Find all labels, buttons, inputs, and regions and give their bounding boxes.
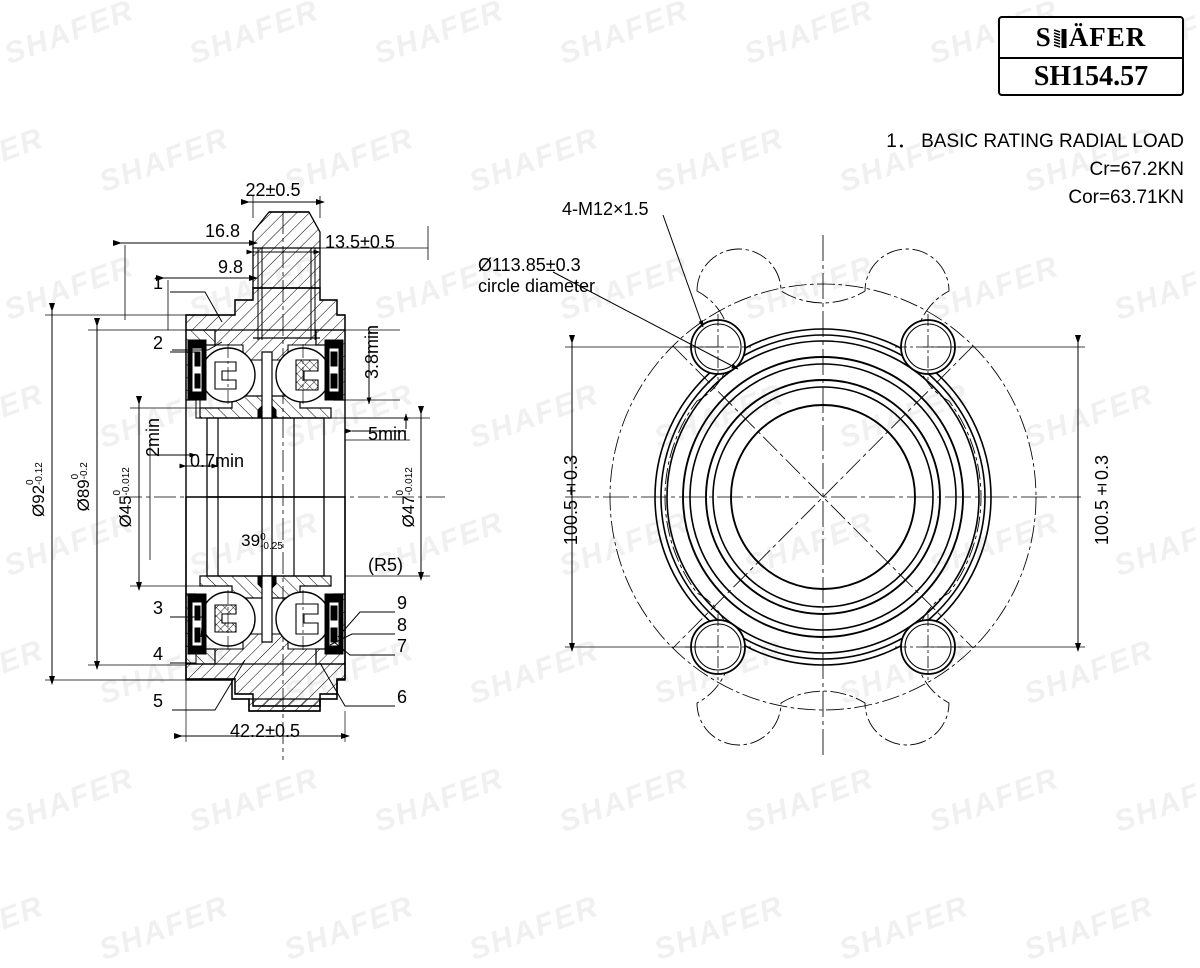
balloon-3: 3 — [153, 598, 164, 618]
dim-inner-min-2: 0.7min — [190, 451, 245, 471]
dim-top-left: 16.8 — [205, 221, 241, 241]
dim-right-min-2: 5min — [368, 424, 408, 444]
balloon-2: 2 — [153, 333, 164, 353]
note-line-3: Cor=63.71KN — [1068, 187, 1184, 208]
dim-height-left: 100.5±0.3 — [561, 455, 581, 546]
watermark-text: SHAFER — [280, 889, 419, 968]
dim-bore-45-value: Ø45 — [116, 495, 136, 528]
part-number: SH154.57 — [1033, 61, 1149, 92]
note-line-1: 1． BASIC RATING RADIAL LOAD — [886, 131, 1184, 152]
tol-upper: 0 — [260, 531, 266, 543]
logo-divider — [1000, 57, 1182, 59]
dim-bore-45-tolerance: 0-0.012 — [112, 467, 132, 496]
dim-inner-min-1: 2min — [143, 418, 163, 458]
tol-lower: -0.25 — [260, 540, 283, 552]
thread-callout: 4-M12×1.5 — [562, 199, 649, 219]
note-line-2: Cr=67.2KN — [1089, 159, 1184, 180]
brand-prefix: S — [1035, 22, 1052, 52]
dim-overall-width: 42.2±0.5 — [230, 721, 300, 741]
tol-lower: -0.12 — [34, 462, 45, 485]
brand-logo-box: S ÄFER SH154.57 — [998, 16, 1184, 96]
watermark-text: SHAFER — [465, 889, 604, 968]
dim-radius: (R5) — [368, 555, 403, 575]
dim-od-89-tolerance: 0-0.2 — [70, 462, 90, 480]
dim-top-width: 22±0.5 — [245, 180, 301, 200]
watermark-text: SHAFER — [650, 889, 789, 968]
watermark-text: SHAFER — [0, 889, 49, 968]
dim-height-right: 100.5±0.3 — [1092, 455, 1112, 546]
brand-suffix: ÄFER — [1068, 22, 1147, 52]
tol-lower: -0.2 — [79, 462, 90, 480]
balloon-5: 5 — [153, 691, 164, 711]
watermark-text: SHAFER — [95, 889, 234, 968]
dim-top-inner: 9.8 — [218, 257, 244, 277]
watermark-text: SHAFER — [835, 889, 974, 968]
coil-icon — [1052, 28, 1069, 49]
dim-bore-length-value: 39 — [241, 531, 261, 550]
dim-right-min-1: 3.8min — [362, 325, 382, 380]
brand-name: S ÄFER — [1000, 17, 1182, 57]
balloon-9: 9 — [397, 593, 408, 613]
balloon-6: 6 — [397, 687, 408, 707]
dim-bore-47-value: Ø47 — [399, 495, 419, 528]
dim-bore-length-tolerance: 0-0.25 — [260, 531, 283, 552]
dim-top-right: 13.5±0.5 — [325, 232, 395, 252]
technical-drawing-svg — [45, 196, 1085, 760]
balloon-4: 4 — [153, 644, 164, 664]
dim-od-92-tolerance: 0-0.12 — [25, 462, 45, 485]
dim-bore-47-tolerance: 0-0.012 — [395, 467, 415, 496]
tol-lower: -0.012 — [121, 467, 132, 496]
bolt-circle-sublabel: circle diameter — [478, 276, 596, 296]
balloon-8: 8 — [397, 615, 408, 635]
balloon-7: 7 — [397, 636, 408, 656]
rating-notes: 1． BASIC RATING RADIAL LOAD Cr=67.2KN Co… — [886, 128, 1184, 212]
dim-od-92-value: Ø92 — [29, 484, 49, 517]
watermark-text: SHAFER — [1020, 889, 1159, 968]
bolt-circle-dim: Ø113.85±0.3 — [478, 255, 581, 275]
balloon-1: 1 — [153, 273, 164, 293]
dim-od-89-value: Ø89 — [74, 479, 94, 512]
tol-lower: -0.012 — [404, 467, 415, 496]
